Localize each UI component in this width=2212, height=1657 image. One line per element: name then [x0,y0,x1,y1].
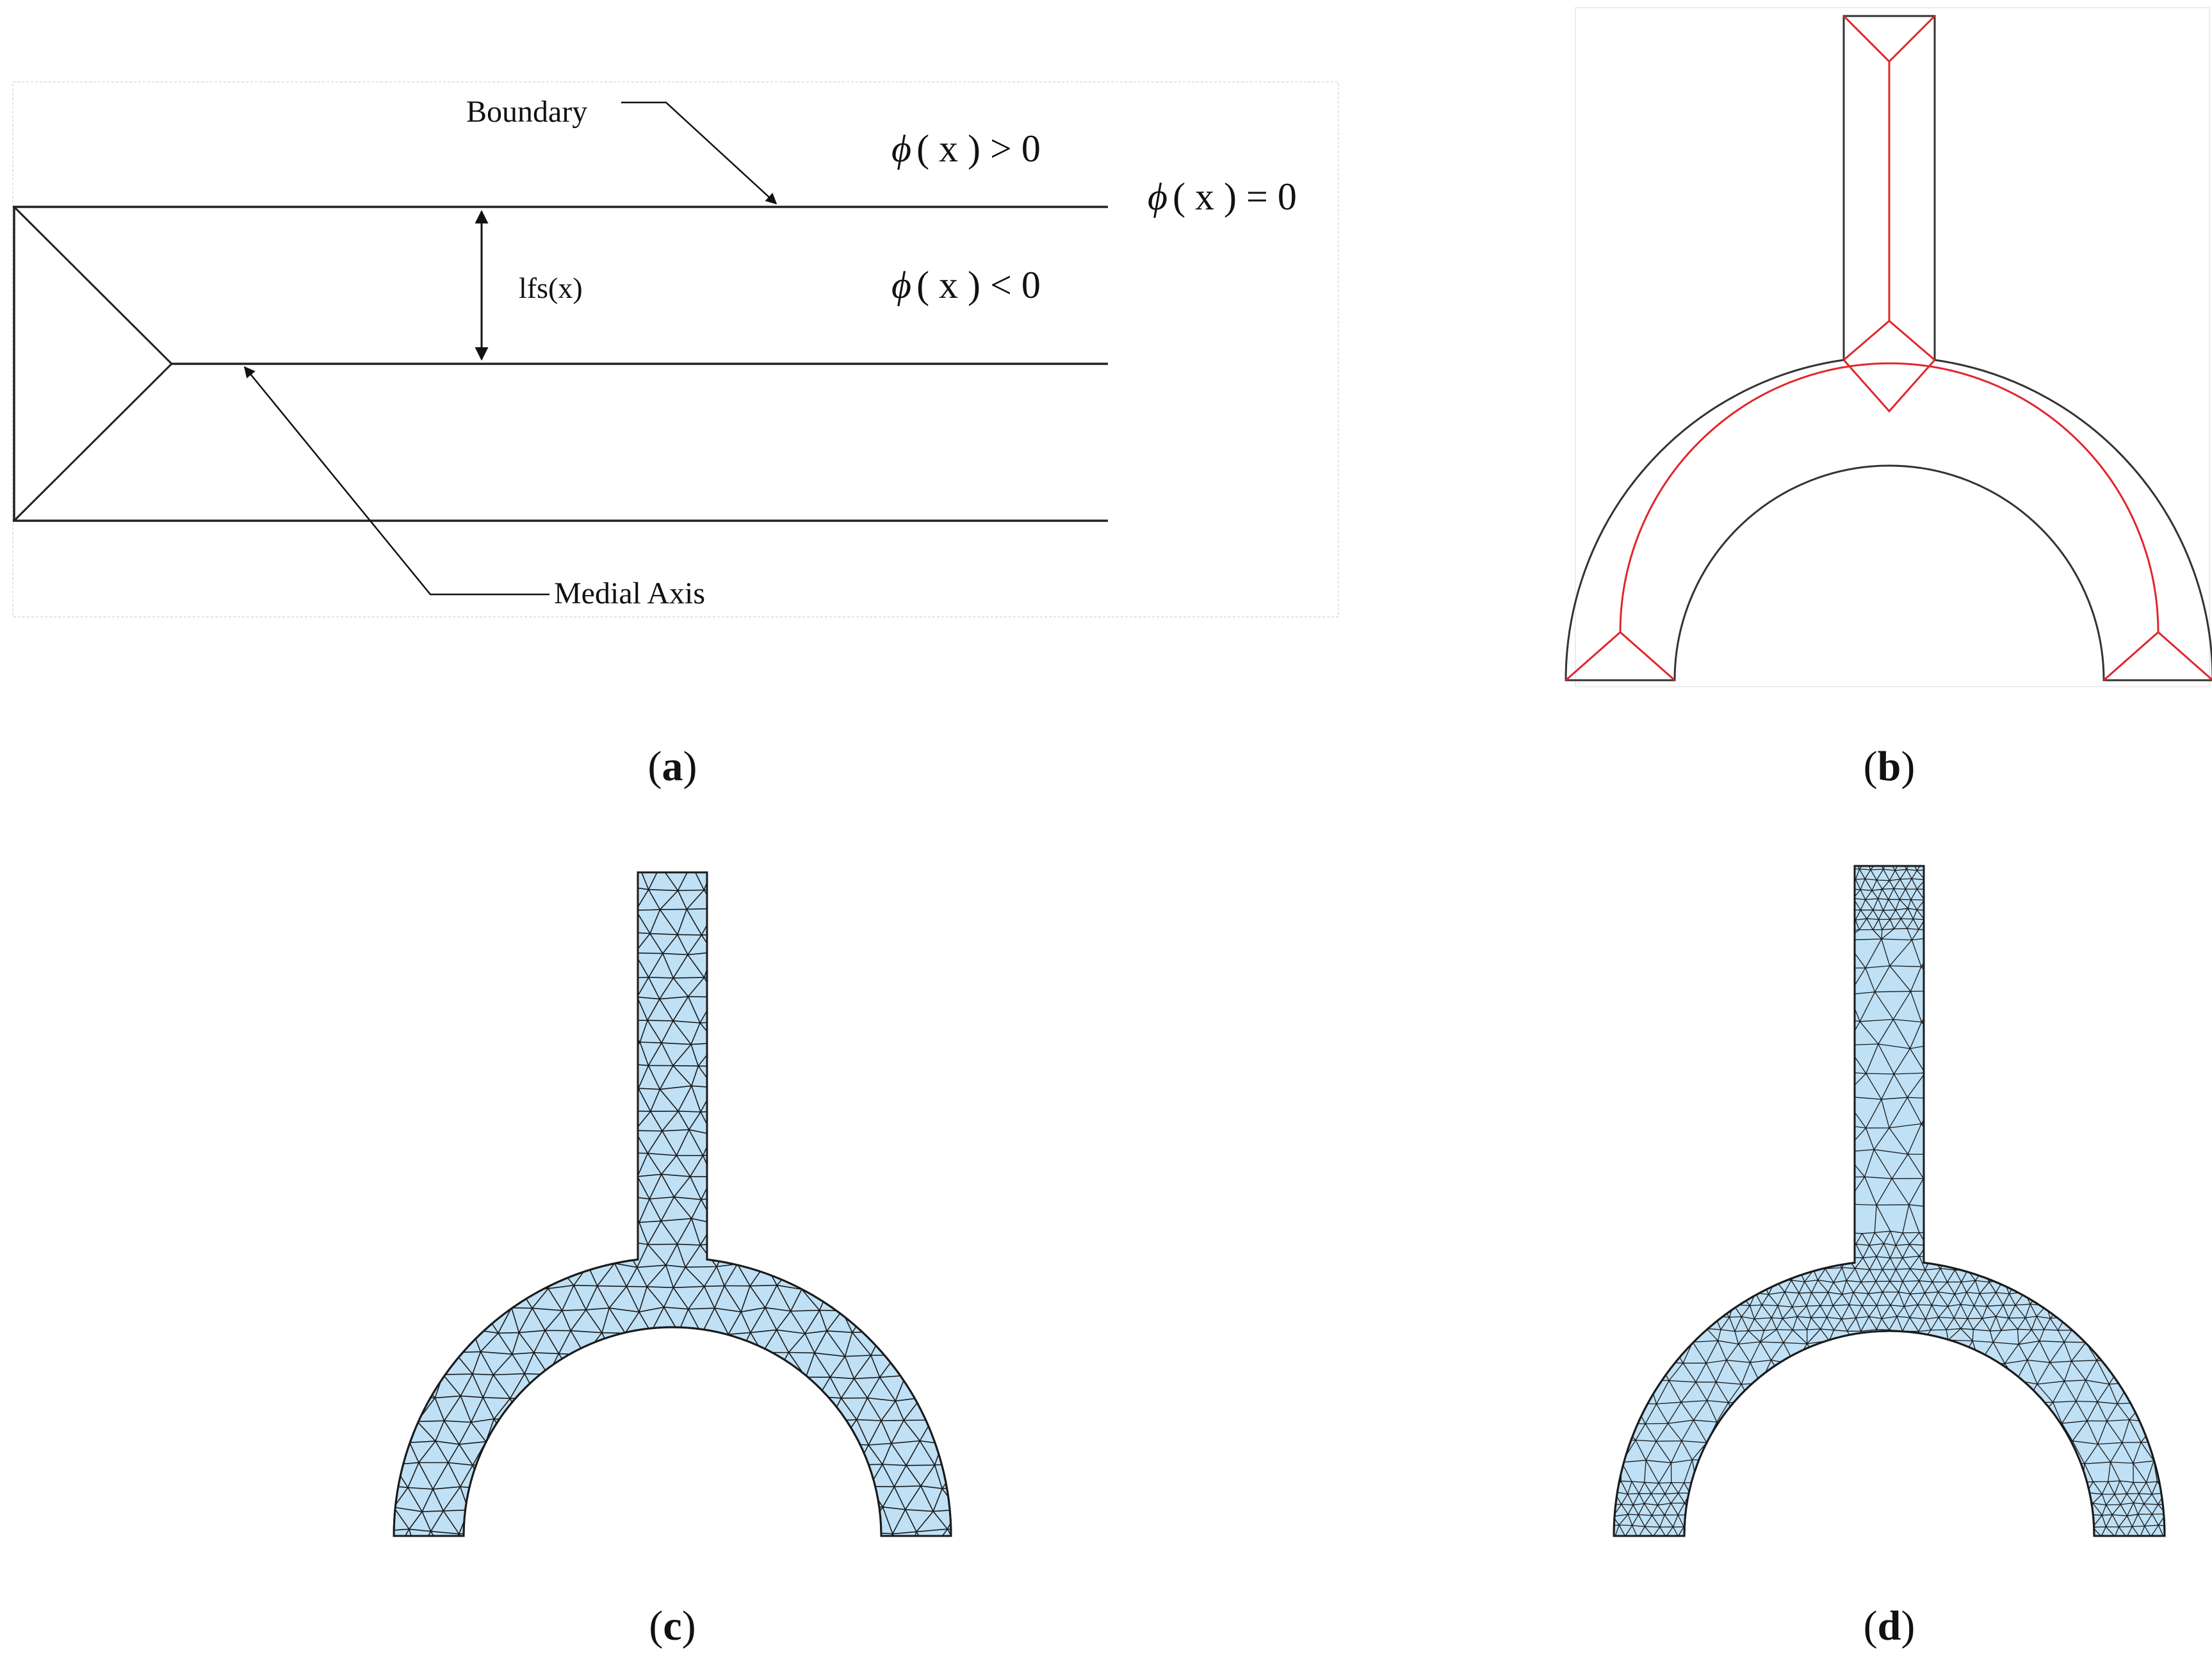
medial-axis-label: Medial Axis [554,576,705,610]
panel-b-medial-axis [1565,15,2212,682]
caption-c: (c) [649,1603,695,1649]
panel-b [1565,7,2212,687]
boundary-label: Boundary [466,95,587,129]
medial-axis-callout [243,366,549,596]
panel-a: lfs(x) Boundary Medial Axis ϕ( x ) > 0 ϕ… [12,81,1339,617]
diag-lower [13,363,173,522]
caption-a: (a) [648,743,697,790]
panel-c-domain [393,871,952,1537]
caption-b: (b) [1864,743,1915,790]
panel-a-frame [12,81,1339,617]
panel-b-outline [1565,15,2212,682]
panel-b-frame [1575,7,2210,687]
boundary-callout [621,101,777,205]
diag-upper [13,206,173,365]
eq-on-boundary: ϕ( x ) = 0 [1148,175,1297,218]
panel-d-border [1613,865,2166,1537]
eq-inside: ϕ( x ) < 0 [891,264,1041,306]
panel-d [1613,865,2166,1537]
eq-outside: ϕ( x ) > 0 [891,127,1041,170]
lfs-label: lfs(x) [519,272,583,304]
panel-c-border [393,871,952,1537]
panel-c [393,871,952,1537]
caption-d: (d) [1864,1603,1915,1649]
